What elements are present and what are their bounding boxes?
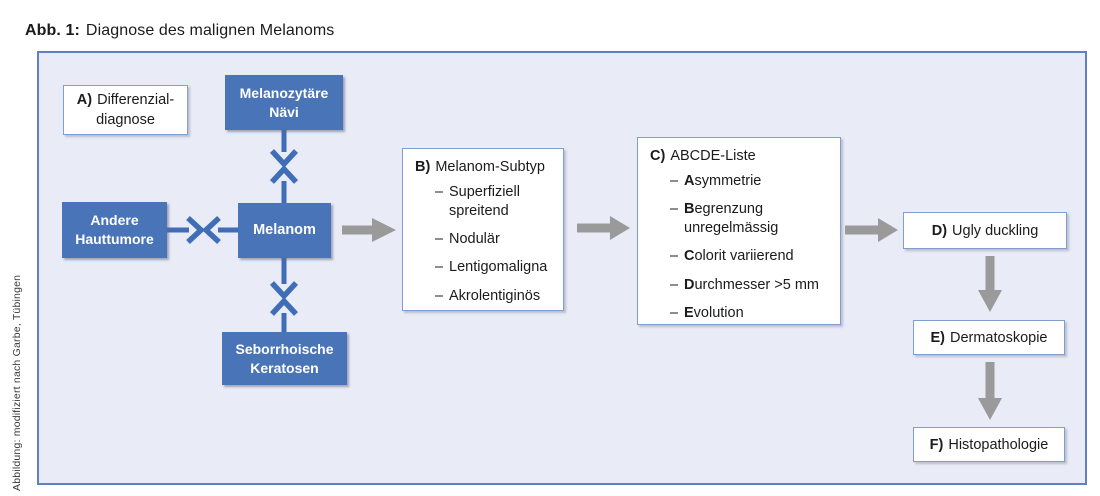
node-seborrhoische-keratosen-text: Seborrhoische Keratosen [235, 340, 333, 378]
keratosen-line2: Keratosen [250, 359, 319, 376]
list-item: –Nodulär [435, 230, 551, 249]
list-item: –Colorit variierend [670, 247, 828, 266]
node-seborrhoische-keratosen: Seborrhoische Keratosen [222, 332, 347, 385]
abcde-item-1-rest: symmetrie [694, 173, 762, 189]
dash-marker: – [670, 304, 679, 321]
abcde-item-2-rest: egrenzung unregelmässig [684, 201, 779, 237]
node-dermatoskopie-text: E)Dermatoskopie [930, 330, 1047, 346]
node-dermatoskopie: E)Dermatoskopie [913, 320, 1065, 355]
abcde-item-5-rest: volution [693, 304, 744, 321]
abcde-item-3-bold: C [684, 248, 695, 265]
abcde-item-4: Durchmesser >5 mm [684, 276, 828, 295]
subtyp-title-text: Melanom-Subtyp [435, 159, 545, 175]
abcde-item-5: Evolution [684, 304, 828, 323]
abcde-item-5-bold: E [684, 304, 694, 321]
node-melanozytaere-naevi: Melanozytäre Nävi [225, 75, 343, 130]
dash-marker: – [435, 231, 444, 248]
figure-title: Abb. 1: Diagnose des malignen Melanoms [25, 22, 334, 40]
dash-marker: – [435, 184, 444, 200]
abcde-item-1-bold: A [684, 173, 695, 189]
dash-marker: – [435, 287, 444, 304]
list-item: –Begrenzung unregelmässig [670, 200, 828, 238]
abcde-list: –Asymmetrie –Begrenzung unregelmässig –C… [650, 172, 828, 332]
node-differenzialdiagnose-text: A)Differenzial- diagnose [77, 90, 174, 131]
list-item: –Lentigomaligna [435, 258, 551, 277]
abcde-item-1: Asymmetrie [684, 172, 828, 191]
abcde-item-2: Begrenzung unregelmässig [684, 200, 828, 238]
abcde-title: C)ABCDE-Liste [650, 148, 756, 164]
subtyp-item-2: Nodulär [449, 231, 500, 248]
subtyp-title: B)Melanom-Subtyp [415, 159, 545, 175]
list-item: –Evolution [670, 304, 828, 323]
credit-vertical-text: Abbildung: modifiziert nach Garbe, Tübin… [11, 274, 23, 491]
abcde-item-3: Colorit variierend [684, 247, 828, 266]
tumore-line2: Hauttumore [75, 231, 154, 247]
node-melanom: Melanom [238, 203, 331, 258]
abcde-item-4-rest: urchmesser >5 mm [694, 276, 819, 293]
histo-label: Histopathologie [948, 436, 1049, 453]
subtyp-item-1: Superfiziell spreitend [449, 184, 520, 220]
node-ugly-duckling: D)Ugly duckling [903, 212, 1067, 249]
node-abcde-liste: C)ABCDE-Liste –Asymmetrie –Begrenzung un… [637, 137, 841, 325]
dash-marker: – [435, 259, 444, 276]
naevi-line2: Nävi [269, 103, 299, 120]
list-item: –Asymmetrie [670, 172, 828, 191]
node-histopathologie-text: F)Histopathologie [930, 437, 1049, 453]
node-andere-hauttumore: Andere Hauttumore [62, 202, 167, 258]
abcde-item-4-bold: D [684, 276, 695, 293]
naevi-line1: Melanozytäre [239, 84, 329, 101]
list-item: –Superfiziell spreitend [435, 183, 551, 221]
abcde-prefix: C) [650, 148, 666, 164]
dermato-prefix: E) [930, 329, 945, 346]
dash-marker: – [670, 201, 679, 218]
node-ugly-duckling-text: D)Ugly duckling [932, 223, 1039, 239]
subtyp-list: –Superfiziell spreitend –Nodulär –Lentig… [415, 183, 551, 315]
subtyp-prefix: B) [415, 159, 431, 175]
list-item: –Durchmesser >5 mm [670, 276, 828, 295]
keratosen-line1: Seborrhoische [235, 340, 334, 357]
tumore-line1: Andere [90, 212, 139, 229]
node-histopathologie: F)Histopathologie [913, 427, 1065, 462]
node-andere-hauttumore-text: Andere Hauttumore [75, 211, 154, 249]
figure-title-text: Diagnose des malignen Melanoms [85, 22, 335, 39]
subtyp-item-4: Akrolentiginös [449, 287, 541, 304]
node-differenzialdiagnose: A)Differenzial- diagnose [63, 85, 188, 135]
figure-label: Abb. 1: [25, 22, 80, 39]
abcde-title-text: ABCDE-Liste [670, 148, 756, 164]
melanom-label: Melanom [253, 221, 316, 238]
node-melanozytaere-naevi-text: Melanozytäre Nävi [240, 84, 329, 122]
node-a-line1: Differenzial- [97, 91, 175, 108]
list-item: –Akrolentiginös [435, 287, 551, 306]
ugly-label: Ugly duckling [952, 222, 1039, 239]
node-melanom-subtyp: B)Melanom-Subtyp –Superfiziell spreitend… [402, 148, 564, 311]
abcde-item-3-rest: olorit variierend [694, 248, 794, 265]
node-a-line2: diagnose [96, 112, 155, 128]
node-a-prefix: A) [76, 91, 93, 108]
ugly-prefix: D) [931, 222, 948, 239]
subtyp-item-3: Lentigomaligna [449, 259, 548, 276]
dash-marker: – [670, 173, 679, 189]
abcde-item-2-bold: B [684, 201, 695, 218]
histo-prefix: F) [929, 436, 944, 453]
dermato-label: Dermatoskopie [949, 329, 1048, 346]
dash-marker: – [670, 276, 679, 293]
dash-marker: – [670, 248, 679, 265]
